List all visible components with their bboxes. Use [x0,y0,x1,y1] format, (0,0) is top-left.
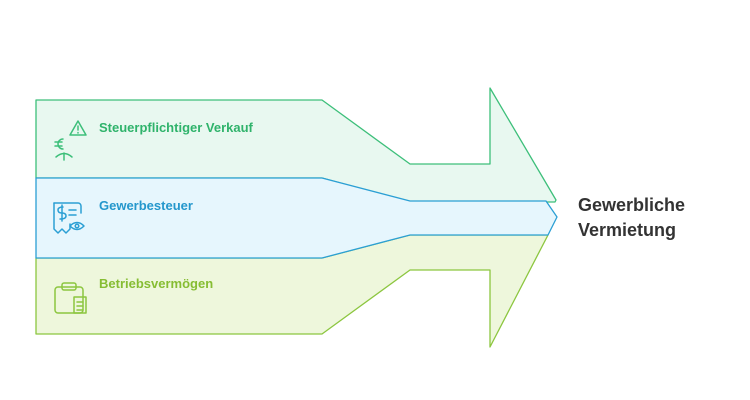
target-label-line2: Vermietung [578,220,676,240]
target-label-line1: Gewerbliche [578,195,685,215]
clipboard-building-icon [54,282,87,314]
label-steuerpflichtiger-verkauf: Steuerpflichtiger Verkauf [99,120,254,135]
receipt-eye-icon [53,202,85,234]
label-betriebsvermoegen: Betriebsvermögen [99,276,213,291]
label-gewerbesteuer: Gewerbesteuer [99,198,193,213]
band-gewerbesteuer [35,177,558,259]
euro-warning-icon [54,120,87,161]
